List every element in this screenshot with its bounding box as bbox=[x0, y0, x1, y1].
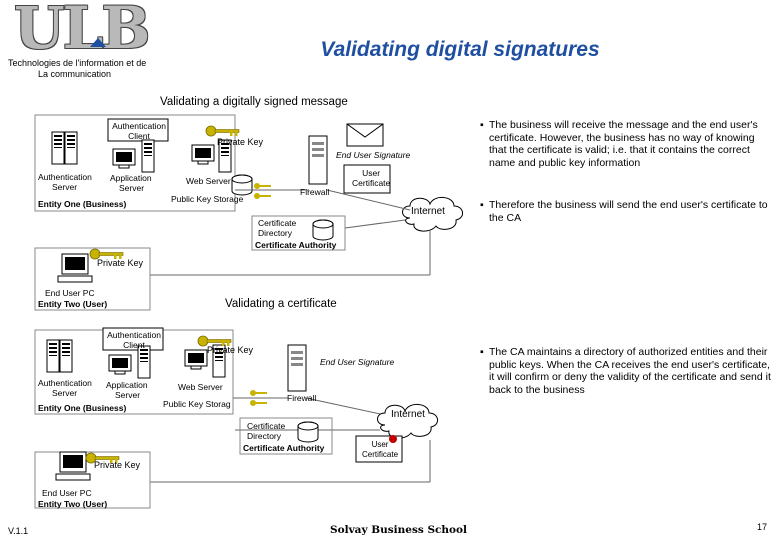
private-key-label-2: Private Key bbox=[207, 345, 254, 355]
organization-line2: La communication bbox=[38, 69, 112, 79]
entity-one-label-2: Entity One (Business) bbox=[38, 403, 127, 413]
pc-private-key-label: Private Key bbox=[97, 258, 144, 268]
pk-storage-label-2: Public Key Storag bbox=[163, 399, 231, 409]
section2-bullet-1: ▪The CA maintains a directory of authori… bbox=[480, 346, 771, 396]
entity-two-label-2: Entity Two (User) bbox=[38, 499, 108, 509]
cert-authority-label: Certificate Authority bbox=[255, 240, 337, 250]
version-label: V.1.1 bbox=[8, 526, 29, 536]
section2-heading: Validating a certificate bbox=[225, 298, 337, 310]
pk-storage-label: Public Key Storage bbox=[171, 194, 244, 204]
section1-heading: Validating a digitally signed message bbox=[160, 96, 348, 108]
entity-one-box bbox=[34, 114, 236, 212]
private-key-label: Private Key bbox=[217, 137, 264, 147]
page-title: Validating digital signatures bbox=[320, 38, 600, 61]
logo-triangle-icon bbox=[90, 38, 106, 47]
cert-authority-label-2: Certificate Authority bbox=[243, 443, 325, 453]
page-number: 17 bbox=[757, 522, 768, 532]
school-name: Solvay Business School bbox=[330, 524, 468, 536]
end-user-signature-label-2: End User Signature bbox=[320, 357, 395, 367]
internet-label: Internet bbox=[411, 206, 445, 217]
entity-one-label: Entity One (Business) bbox=[38, 199, 127, 209]
end-user-pc-label: End User PC bbox=[45, 288, 95, 298]
ulb-logo: ULB bbox=[14, 0, 150, 62]
section1-bullet-1: ▪The business will receive the message a… bbox=[480, 119, 758, 169]
pc-private-key-label-2: Private Key bbox=[94, 460, 141, 470]
internet-label-2: Internet bbox=[391, 409, 425, 420]
firewall-label-2: Firewall bbox=[287, 393, 317, 403]
web-server-label-2: Web Server bbox=[178, 382, 223, 392]
end-user-signature-label: End User Signature bbox=[336, 150, 411, 160]
organization-line1: Technologies de l'information et de bbox=[8, 58, 147, 68]
entity-two-label: Entity Two (User) bbox=[38, 299, 108, 309]
firewall-label: Firewall bbox=[300, 187, 330, 197]
end-user-pc-label-2: End User PC bbox=[42, 488, 92, 498]
web-server-label: Web Server bbox=[186, 176, 231, 186]
section1-bullet-2: ▪Therefore the business will send the en… bbox=[480, 199, 768, 224]
